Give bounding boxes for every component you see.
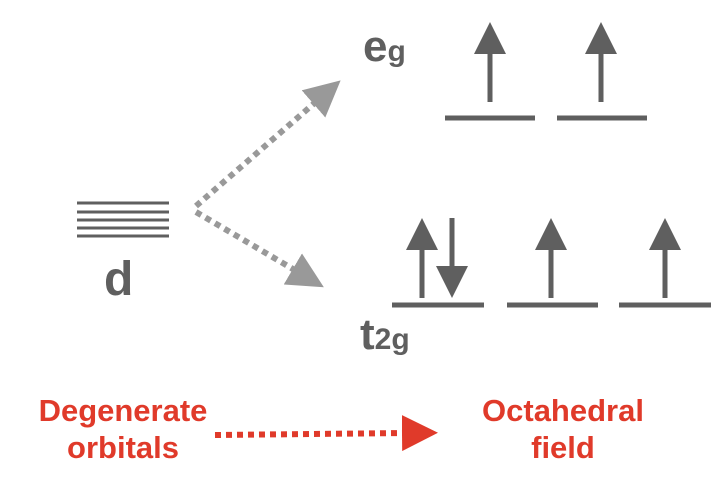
degenerate-d-levels <box>77 201 169 238</box>
split-arrow-down <box>194 209 324 288</box>
caption-line: Degenerate <box>38 393 208 428</box>
eg-main: e <box>363 22 388 71</box>
transition-arrow <box>214 415 438 452</box>
t2g-main: t <box>360 310 375 359</box>
octahedral-field-caption: Octahedral field <box>458 392 668 466</box>
spin-down-arrow <box>436 218 468 298</box>
caption-line: orbitals <box>67 430 179 465</box>
eg-label: eg <box>363 22 406 72</box>
spin-up-arrow <box>535 218 567 298</box>
t2g-label: t2g <box>360 310 410 360</box>
spin-up-arrow <box>585 22 617 102</box>
t2g-subscript: 2g <box>374 323 410 356</box>
degenerate-orbitals-caption: Degenerate orbitals <box>18 392 228 466</box>
spin-up-arrow <box>649 218 681 298</box>
d-label: d <box>104 253 134 306</box>
spin-up-arrow <box>406 218 438 298</box>
split-arrow-up <box>194 80 341 209</box>
caption-line: Octahedral <box>482 393 644 428</box>
eg-subscript: g <box>387 35 406 68</box>
electron-arrows <box>406 22 681 298</box>
caption-line: field <box>531 430 595 465</box>
spin-up-arrow <box>474 22 506 102</box>
